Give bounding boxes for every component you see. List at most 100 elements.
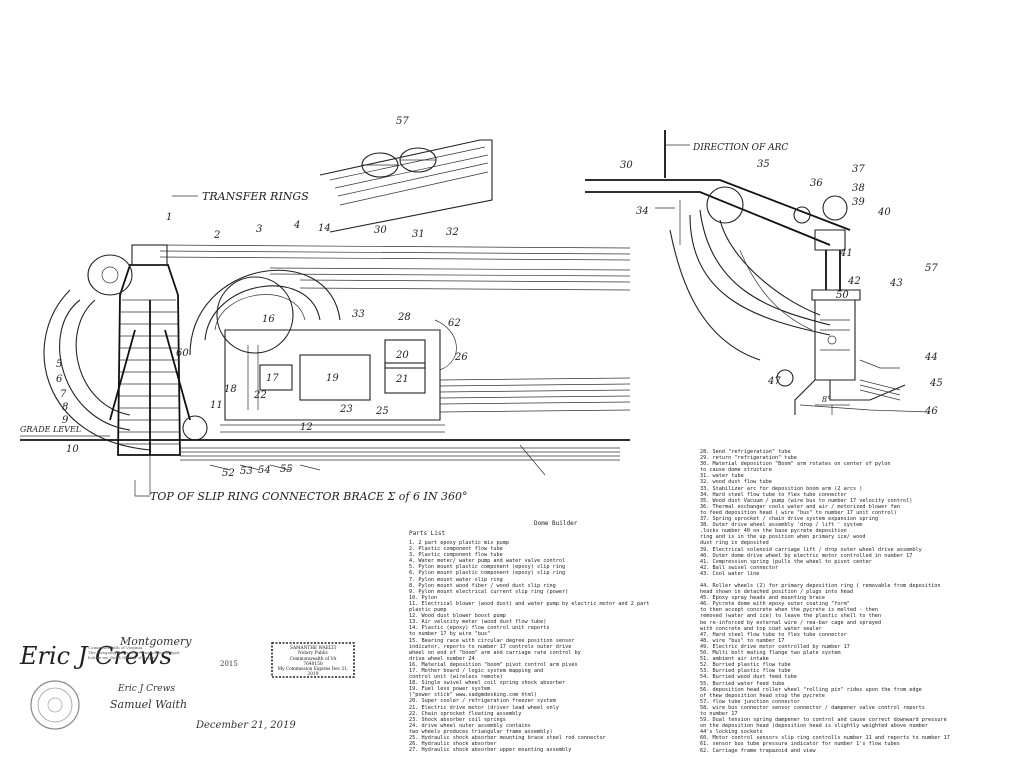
parts-list-item: 28. Send "refrigeration" tube — [700, 449, 791, 455]
callout: 38 — [852, 183, 865, 194]
parts-list-item: 33. Stabilizer arc for deposition boom a… — [700, 485, 863, 492]
notary-year: 2015 — [220, 660, 238, 668]
parts-list-item: 42. Ball swivel connector — [700, 564, 779, 571]
callout: 47 — [767, 376, 781, 387]
parts-list-item: 52. Burried plastic flow tube — [700, 662, 791, 669]
parts-list-item: 17. Mother board / logic system mapping … — [409, 667, 544, 674]
parts-list-item: 46. Pycrete dome with epoxy outer coatin… — [700, 601, 850, 608]
callout: 3 — [256, 224, 262, 235]
parts-list-item: 23. Shock absorber coil springs — [409, 716, 506, 723]
callout: 50 — [836, 290, 849, 301]
transfer-rings-label: TRANSFER RINGS — [202, 190, 309, 203]
callout: 26 — [454, 352, 468, 363]
parts-list-item: on the deposition head (deposition head … — [700, 723, 928, 730]
callout: 43 — [889, 278, 903, 289]
callout: 52 — [222, 468, 235, 479]
main-callouts: 1 2 3 4 5 6 7 8 9 10 11 12 14 16 17 18 1… — [56, 116, 468, 479]
notary-expires: December 21, 2019 — [196, 720, 296, 731]
callout: 10 — [66, 444, 79, 455]
parts-list-item: 54. Burried wood dust feed tube — [700, 674, 797, 681]
callout: 57 — [396, 116, 409, 127]
callout: 4 — [293, 220, 300, 231]
side-callouts: 30 34 35 36 37 38 39 40 41 42 43 44 45 4… — [620, 159, 943, 417]
grade-and-buried-tubes — [20, 435, 630, 495]
callout: 57 — [925, 263, 938, 274]
parts-list-item: 27. Hydraulic shock absorber upper mount… — [409, 747, 572, 754]
callout: 19 — [326, 373, 339, 384]
parts-list-item: 60. Motor control sensors slip ring cont… — [700, 735, 950, 742]
callout: 44 — [924, 352, 938, 363]
parts-list-item: 51. ambient air intake — [700, 656, 769, 663]
parts-list-item: 39. Electrical solenoid carriage lift / … — [700, 546, 922, 553]
notary-stamp-box — [271, 642, 355, 678]
callout: 35 — [757, 159, 770, 170]
callout: 11 — [210, 400, 223, 411]
parts-list-item: of thew deposition head stop the pycrete — [700, 692, 825, 699]
horizontal-tube-bundle — [159, 244, 631, 413]
parts-list-item: 22. Chain sprocket floating assembly — [409, 710, 522, 717]
parts-list-item: removed (water and ice) to leave the pla… — [700, 613, 882, 620]
parts-list-column-3: 44. Roller wheels (2) for primary deposi… — [700, 583, 950, 754]
callout: 28 — [397, 312, 411, 323]
callout: 7 — [60, 389, 67, 400]
parts-list-item: 34. Hard steel flow tube to flex tube co… — [700, 491, 847, 498]
parts-list-item: 16. Material deposition "boom" pivot con… — [409, 661, 578, 668]
parts-list-item: 37. Spring sprocket / chain drive system… — [700, 516, 879, 523]
callout: 18 — [224, 384, 237, 395]
parts-list-item: to number 17 by wire "bus" — [409, 631, 491, 638]
stamp-line: Notary Public — [297, 651, 329, 657]
parts-list-item: be re-inforced by external wire / rea-ba… — [700, 619, 882, 626]
parts-list-item: head shown in detached position / plugs … — [700, 589, 854, 596]
parts-list-item: 20. Super cooler / refrigeration freezer… — [409, 698, 556, 705]
parts-list-item: 15. Bearing race with circular degree po… — [409, 637, 575, 644]
callout: 55 — [280, 464, 293, 475]
callout: 53 — [240, 466, 253, 477]
parts-list-item: 1. 2 part epoxy plastic mix pump — [409, 540, 509, 546]
overhead-tube-bundle — [319, 139, 493, 233]
parts-list-item: 26. Hydraulic shock absorber — [409, 741, 497, 748]
notary-printed-name: Eric J Crews — [118, 684, 175, 694]
parts-list-item: 43. Cool water line — [700, 570, 760, 577]
parts-list-item: 32. wood dust flow tube — [700, 479, 772, 486]
stamp-line: 7640150 — [303, 661, 323, 667]
parts-list-item: wheel on end of "boom" arm and carriage … — [409, 649, 581, 656]
parts-list-item: 62. Carriage frame trapazoid and view — [700, 747, 816, 754]
parts-list-item: 59. Dual tension spring dampener to cont… — [700, 717, 947, 724]
stamp-line: Commonwealth of VA — [289, 656, 337, 662]
parts-list-item: .locks number 40 on the base pycrete dep… — [700, 528, 847, 535]
parts-list-item: 38. Outer drive wheel assembly 'drop / l… — [700, 522, 863, 529]
main-machine-drawing — [20, 139, 631, 497]
bottom-note-label: TOP OF SLIP RING CONNECTOR BRACE Σ of 6 … — [150, 490, 467, 503]
parts-list-item: ring and is in the up position when prim… — [700, 534, 866, 541]
callout: 46 — [924, 406, 938, 417]
parts-list-item: 11. Electrical blower (wood dust) and wa… — [409, 600, 650, 607]
parts-list-item: two wheels produces triangular frame ass… — [409, 728, 553, 735]
callout: 22 — [253, 390, 267, 401]
stamp-line: SAMANTHE WAELTI — [290, 646, 336, 651]
notary-seal — [30, 680, 80, 730]
parts-list-item: 5. Pylon mount plastic component (epoxy)… — [409, 564, 566, 571]
parts-list-item: with concrete and top coat water sealer — [700, 625, 822, 632]
parts-list-item: 25. Hydraulic shock absorber mounting br… — [409, 735, 606, 741]
direction-of-arc-label: DIRECTION OF ARC — [692, 143, 788, 153]
callout: 40 — [877, 207, 891, 218]
notary-line: The foregoing instrument was acknowledge… — [88, 650, 180, 655]
parts-list-item: 21. Electric drive motor (driver lead wh… — [409, 704, 559, 711]
notary-stamp-text: SAMANTHE WAELTI Notary Public Commonweal… — [276, 646, 350, 678]
parts-list-item: 35. Wood dust Vacuum / pump (wire bus to… — [700, 497, 913, 504]
callout: 17 — [266, 373, 279, 384]
notary-line: Commonwealth of Virginia — [88, 645, 143, 650]
parts-list-item: 47. Hard steel flow tube to flex tube co… — [700, 631, 847, 638]
callout: 14 — [318, 223, 331, 234]
callout: 41 — [839, 248, 853, 259]
parts-list-item: 58. wire bus connector sensor connector … — [700, 704, 925, 711]
parts-list-item: to number 17 — [700, 710, 738, 717]
callout: 5 — [56, 359, 62, 370]
parts-list-item: 7. Pylon mount water slip ring — [409, 576, 503, 583]
parts-list-item: 8. Pylon mount wood fiber / wood dust sl… — [409, 582, 556, 589]
parts-list-item: 31. water tube — [700, 473, 744, 480]
deposition-head-detail — [585, 130, 931, 415]
callout: 33 — [352, 309, 365, 320]
